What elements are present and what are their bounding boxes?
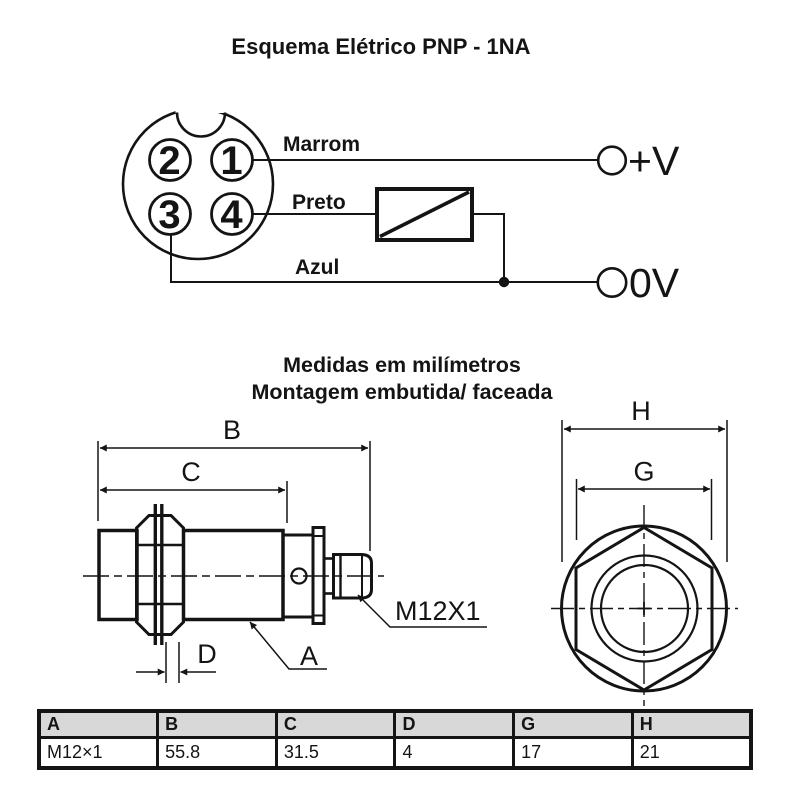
connector-front-view: 2 1 3 4 [121,101,275,261]
front-center-cross [637,602,651,615]
threaded-barrel-front [97,528,139,622]
thread-label-leader [357,594,487,628]
dim-g-label: G [633,457,654,487]
load-symbol [375,187,474,242]
label-a-leader [249,621,327,670]
main-barrel [181,528,285,622]
load-output-wire [472,213,505,282]
table-value-g: 17 [512,736,634,770]
technical-drawing: Esquema Elétrico PNP - 1NA 2 1 3 4 [83,34,738,706]
dim-d-label: D [197,639,217,669]
sensor-body [83,504,384,645]
connector-outline [121,107,275,261]
dim-c-label: C [181,457,201,487]
connector-notch-mask [175,101,227,113]
connector-keying-notch [175,112,227,138]
brown-wire-label: Marrom [283,133,360,156]
blue-wire [170,234,598,283]
table-value-a: M12×1 [37,736,160,770]
table-header-h: H [630,709,753,739]
blue-wire-label: Azul [295,256,339,279]
table-value-c: 31.5 [274,736,397,770]
black-wire-label: Preto [292,191,346,214]
wiring-schematic: Esquema Elétrico PNP - 1NA 2 1 3 4 [121,34,680,306]
pin-4-label: 4 [220,193,243,237]
pin-1-label: 1 [220,139,242,183]
sensor-front-face [551,505,738,706]
table-header-g: G [512,709,634,739]
hex-nut [135,514,185,636]
table-header-row: A B C D G H [37,709,753,739]
dim-b-label: B [223,415,241,445]
table-header-c: C [274,709,397,739]
pin-2-circle [148,138,192,182]
table-header-b: B [156,709,278,739]
table-value-d: 4 [393,736,516,770]
terminal-positive-label: +V [628,138,680,184]
thread-label: M12X1 [395,596,481,626]
load-diagonal [379,190,470,239]
table-header-a: A [37,709,160,739]
table-value-h: 21 [630,736,753,770]
terminal-circle-positive [596,145,628,176]
pin-3-label: 3 [158,193,180,237]
pin-2-label: 2 [158,139,180,183]
junction-dot [498,276,510,288]
schematic-title: Esquema Elétrico PNP - 1NA [231,34,530,59]
table-value-b: 55.8 [156,736,278,770]
dimensions-title-line2: Montagem embutida/ faceada [251,380,553,404]
dimensions-table: A B C D G H M12×1 55.8 31.5 4 17 21 [37,709,753,770]
table-header-d: D [393,709,516,739]
front-view-drawing: H G [551,396,738,706]
dim-h-label: H [631,396,651,426]
table-value-row: M12×1 55.8 31.5 4 17 21 [37,736,753,770]
side-view-drawing: B C D [83,415,487,683]
dimensions-title-line1: Medidas em milímetros [283,353,521,377]
terminal-circle-zero [596,266,628,298]
terminal-zero-label: 0V [629,260,680,306]
label-a: A [300,641,318,671]
